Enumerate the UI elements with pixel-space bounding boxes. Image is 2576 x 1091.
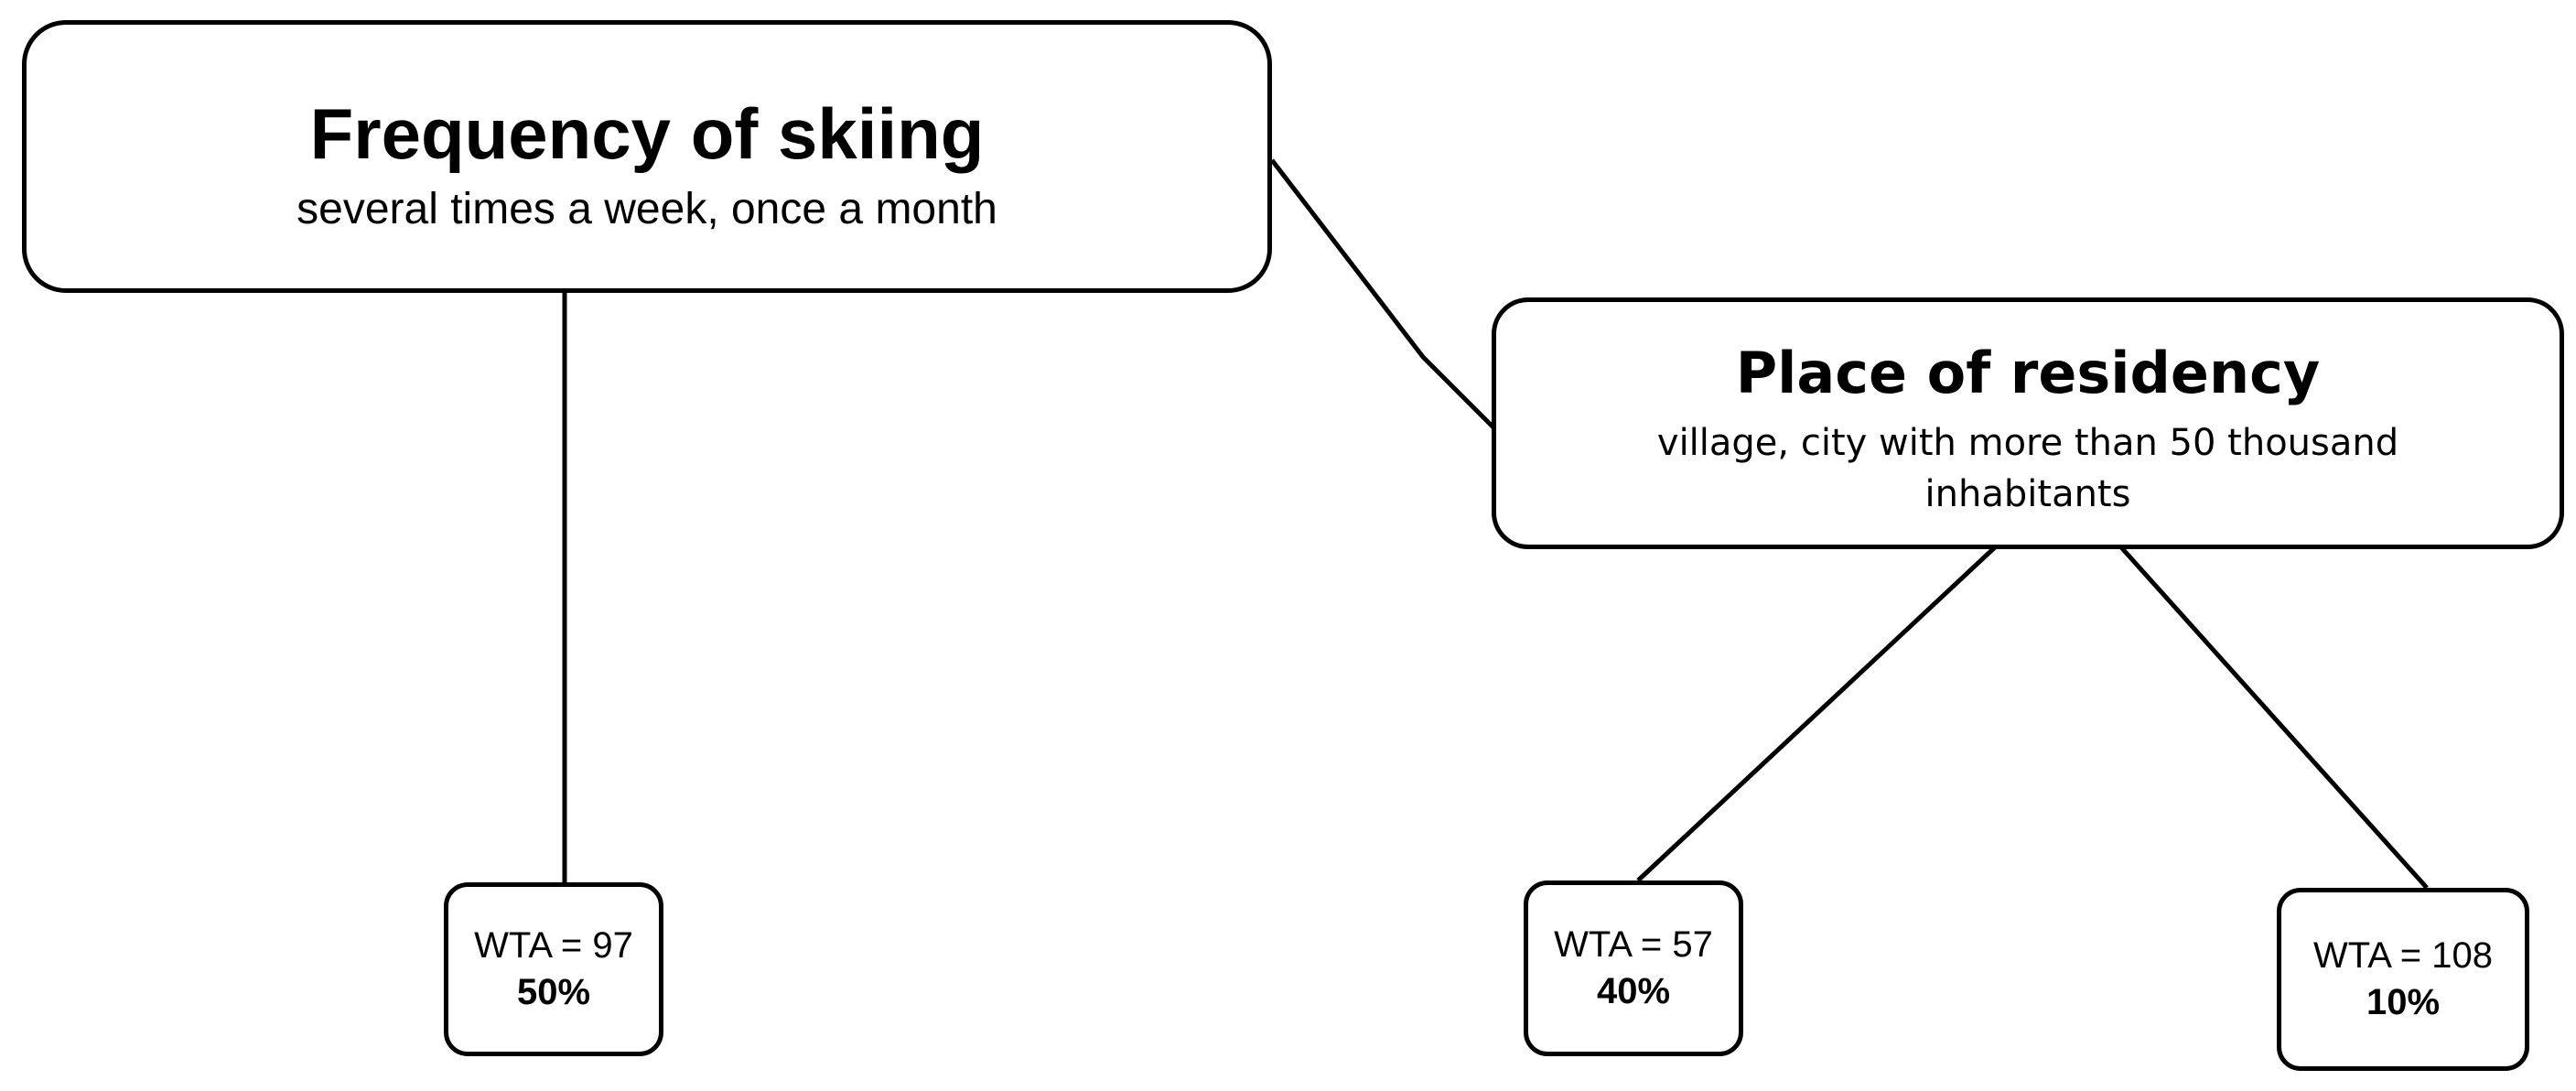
leaf-node: WTA = 57 40%	[1524, 880, 1743, 1056]
leaf-share: 40%	[1596, 971, 1671, 1011]
edge-frequency-to-residency	[1270, 158, 1498, 432]
edge-residency-to-leaf-3	[2119, 546, 2429, 890]
node-subtitle: several times a week, once a month	[296, 185, 997, 233]
leaf-node: WTA = 108 10%	[2277, 888, 2529, 1071]
node-title: Frequency of skiing	[309, 93, 985, 174]
leaf-wta-value: WTA = 57	[1554, 924, 1713, 965]
leaf-wta-value: WTA = 108	[2312, 935, 2493, 976]
leaf-wta-value: WTA = 97	[474, 925, 633, 966]
leaf-share: 50%	[516, 972, 591, 1012]
leaf-node: WTA = 97 50%	[444, 882, 663, 1056]
node-title: Place of residency	[1735, 340, 2321, 406]
node-frequency-of-skiing: Frequency of skiing several times a week…	[22, 20, 1272, 293]
node-place-of-residency: Place of residency village, city with mo…	[1492, 297, 2564, 549]
leaf-share: 10%	[2366, 982, 2441, 1022]
node-subtitle: village, city with more than 50 thousand…	[1656, 422, 2399, 515]
edge-residency-to-leaf-2	[1636, 546, 1997, 882]
